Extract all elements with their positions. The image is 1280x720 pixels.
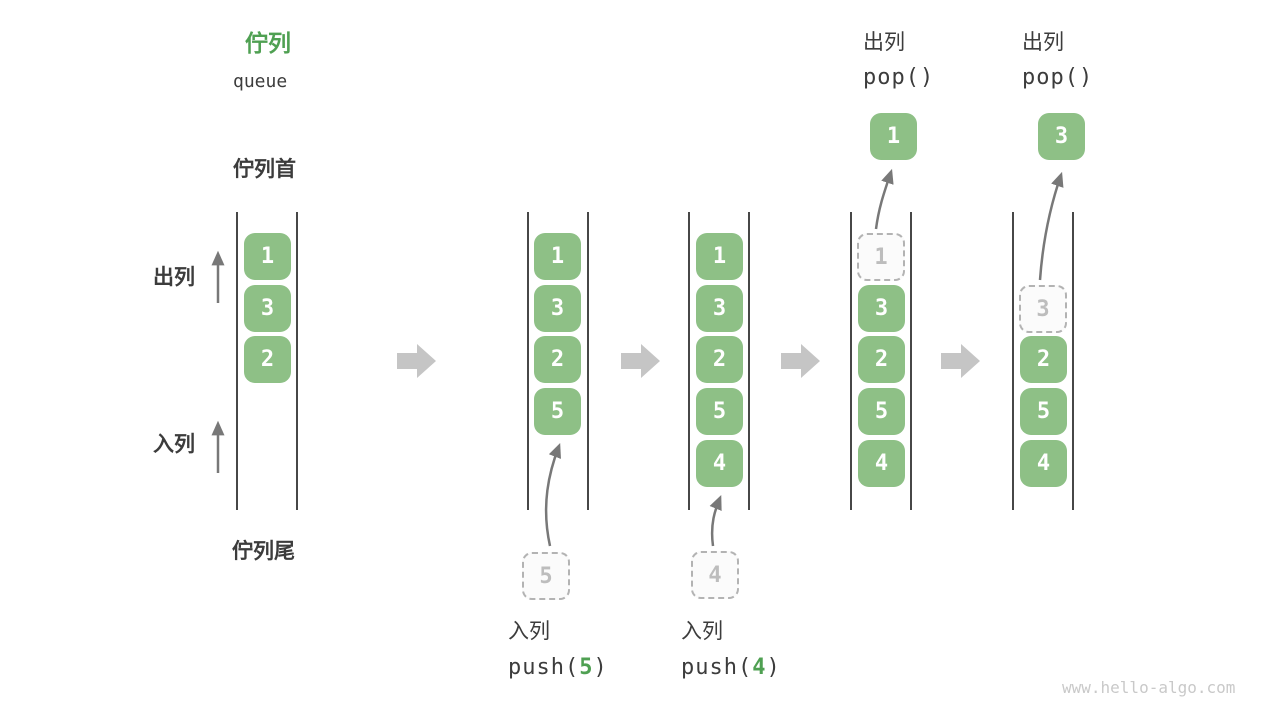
op-label-dequeue: 出列 [863,31,905,54]
queue-cell: 3 [858,285,905,332]
enqueue-pending-cell: 4 [691,551,739,599]
code-arg: 4 [752,655,767,680]
queue-cell: 2 [1020,336,1067,383]
queue-channel [688,212,750,510]
enqueue-pending-cell: 5 [522,552,570,600]
popped-cell: 1 [870,113,917,160]
op-label-enqueue: 入列 [681,620,723,643]
queue-channel [527,212,589,510]
code-fn: push( [681,655,753,680]
label-enqueue-side: 入列 [153,433,195,456]
queue-cell: 1 [534,233,581,280]
dequeued-ghost-cell: 1 [857,233,905,281]
op-label-enqueue: 入列 [508,620,550,643]
code-arg: 5 [579,655,594,680]
queue-cell: 2 [244,336,291,383]
op-code-push: push(4) [681,655,781,681]
queue-cell: 5 [1020,388,1067,435]
queue-cell: 5 [534,388,581,435]
queue-cell: 3 [244,285,291,332]
transition-arrow-icon [781,344,820,378]
queue-cell: 2 [534,336,581,383]
queue-cell: 3 [534,285,581,332]
popped-cell: 3 [1038,113,1085,160]
transition-arrow-icon [941,344,980,378]
queue-cell: 4 [696,440,743,487]
transition-arrow-icon [621,344,660,378]
queue-cell: 5 [858,388,905,435]
op-label-dequeue: 出列 [1022,31,1064,54]
code-close: ) [919,65,935,90]
label-queue-front: 佇列首 [233,158,296,181]
op-code-pop: pop() [863,65,934,91]
op-code-push: push(5) [508,655,608,681]
queue-cell: 2 [858,336,905,383]
transition-arrow-icon [397,344,436,378]
dequeued-ghost-cell: 3 [1019,285,1067,333]
queue-channel [236,212,298,510]
code-close: ) [1078,65,1094,90]
code-close: ) [766,655,781,680]
queue-cell: 2 [696,336,743,383]
queue-cell: 5 [696,388,743,435]
watermark: www.hello-algo.com [1062,678,1236,697]
queue-channel [1012,212,1074,510]
queue-cell: 4 [1020,440,1067,487]
queue-cell: 1 [244,233,291,280]
code-fn: push( [508,655,580,680]
page-subtitle: queue [233,71,288,92]
queue-cell: 4 [858,440,905,487]
queue-cell: 3 [696,285,743,332]
code-fn: pop( [863,65,920,90]
queue-cell: 1 [696,233,743,280]
label-dequeue-side: 出列 [153,266,195,289]
page-title: 佇列 [245,30,291,56]
label-queue-rear: 佇列尾 [232,540,295,563]
code-fn: pop( [1022,65,1079,90]
code-close: ) [593,655,608,680]
op-code-pop: pop() [1022,65,1093,91]
queue-channel [850,212,912,510]
